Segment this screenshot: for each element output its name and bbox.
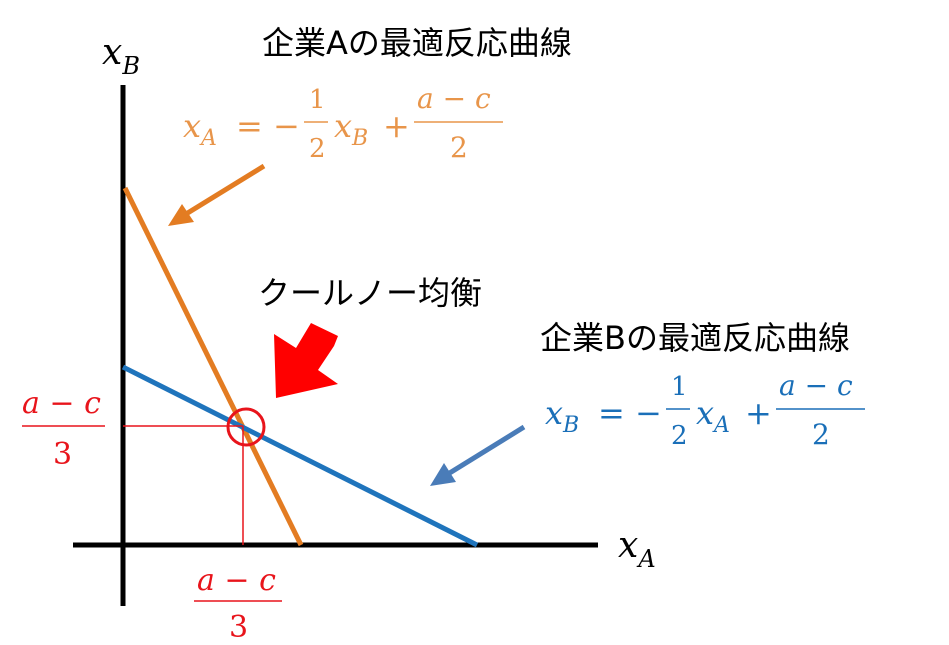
firm-b-reaction-curve [121,364,479,548]
svg-text:a − c: a − c [417,82,491,115]
svg-text:+: + [383,107,410,145]
svg-text:1: 1 [309,85,326,115]
firm-b-pointer-arrow [430,424,526,486]
svg-text:xB: xB [334,107,368,151]
svg-text:a − c: a − c [197,563,276,598]
svg-text:+: + [745,394,772,432]
equilibrium-pointer-arrow [274,323,338,398]
svg-text:xA: xA [696,394,730,438]
firm-b-curve-title: 企業Bの最適反応曲線 [540,319,850,357]
equilibrium-y-value-label: a − c 3 [22,386,101,472]
svg-text:= −: = − [598,394,662,432]
svg-text:2: 2 [450,131,468,164]
cournot-equilibrium-title: クールノー均衡 [258,274,482,312]
firm-b-equation: xB = − 1 2 xA + a − c 2 [545,369,865,451]
horizontal-axis-label: xA [618,525,656,573]
svg-text:xB: xB [545,394,579,438]
svg-text:xA: xA [183,107,217,151]
svg-text:3: 3 [229,610,248,645]
svg-text:3: 3 [53,437,72,472]
svg-text:a − c: a − c [779,369,853,402]
firm-a-equation: xA = − 1 2 xB + a − c 2 [183,82,503,164]
firm-a-pointer-arrow [168,163,266,226]
svg-text:2: 2 [671,421,688,451]
svg-text:a − c: a − c [22,386,101,421]
svg-text:= −: = − [236,107,300,145]
firm-a-curve-title: 企業Aの最適反応曲線 [262,24,572,62]
svg-text:1: 1 [671,372,688,402]
equilibrium-x-value-label: a − c 3 [194,563,282,645]
equilibrium-point-circle [226,407,266,447]
svg-text:2: 2 [812,418,830,451]
vertical-axis-label: xB [102,32,140,80]
svg-text:2: 2 [309,134,326,164]
firm-a-reaction-curve [122,186,304,547]
